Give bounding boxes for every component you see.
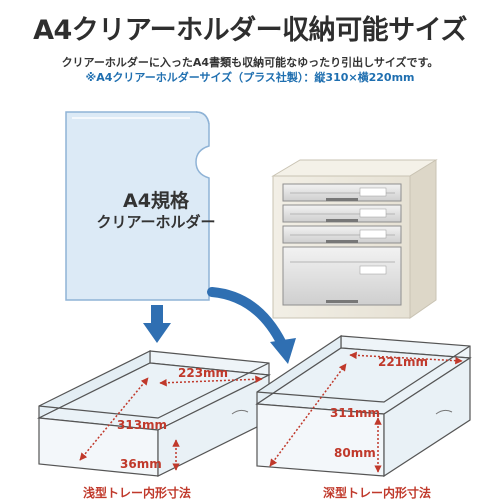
page-title: A4クリアーホルダー収納可能サイズ (33, 15, 467, 46)
drawer-cabinet-image (271, 159, 438, 319)
shallow-depth-dimension: 313mm (117, 418, 168, 432)
shallow-height-dimension: 36mm (120, 457, 162, 471)
size-note: ※A4クリアーホルダーサイズ（プラス社製）：縦310×横220mm (85, 71, 415, 84)
shallow-tray-illustration (36, 350, 272, 477)
curved-arrow-icon (207, 287, 296, 364)
folder-label-name: クリアーホルダー (96, 213, 216, 231)
deep-height-dimension: 80mm (334, 446, 376, 460)
shallow-width-dimension: 223mm (178, 366, 229, 380)
shallow-tray-caption: 浅型トレー内形寸法 (83, 486, 192, 500)
deep-depth-dimension: 311mm (330, 406, 381, 420)
folder-label-size: A4規格 (123, 190, 189, 212)
description-line: クリアーホルダーに入ったA4書類も収納可能なゆったり引出しサイズです。 (61, 56, 439, 69)
deep-tray-caption: 深型トレー内形寸法 (323, 486, 432, 500)
deep-tray-illustration (255, 334, 472, 478)
deep-width-dimension: 221mm (378, 355, 429, 369)
clear-folder-icon (65, 111, 210, 301)
down-arrow-icon (143, 305, 171, 343)
